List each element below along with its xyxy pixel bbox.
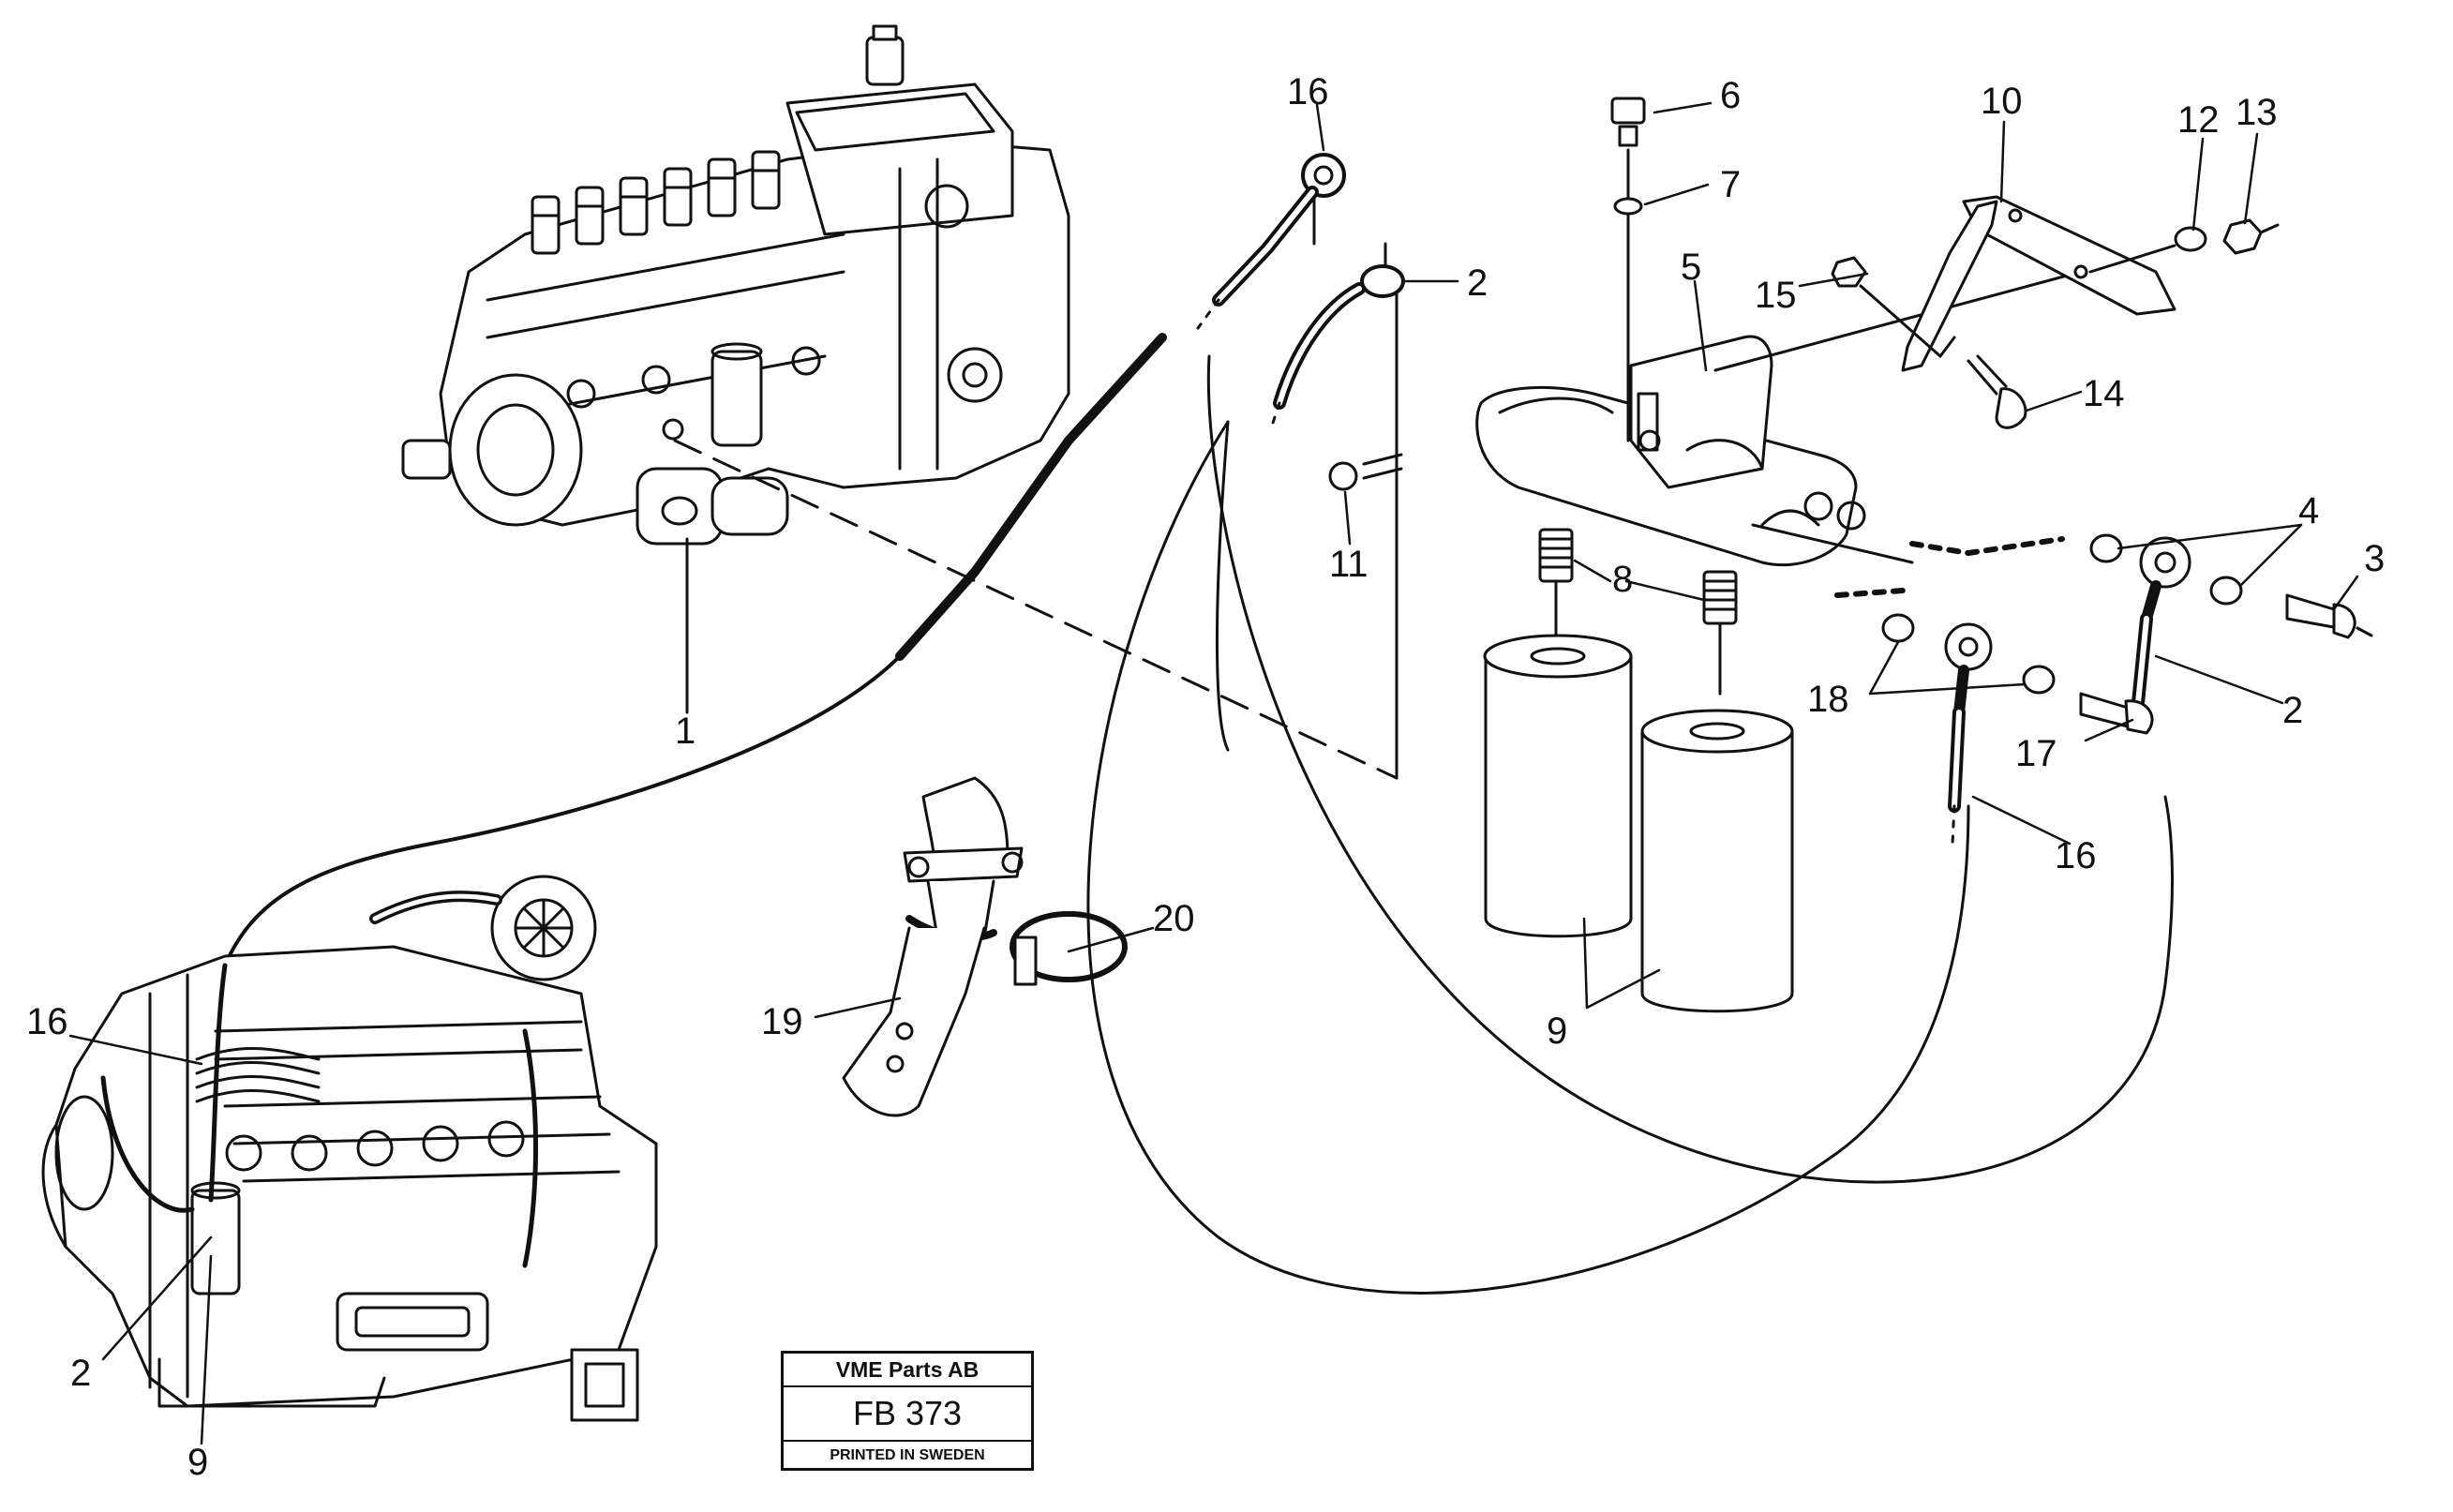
callout-15: 15 bbox=[1755, 275, 1797, 316]
engine-illustration bbox=[41, 875, 658, 1422]
callout-20: 20 bbox=[1153, 898, 1195, 939]
callout-19: 19 bbox=[761, 1001, 803, 1042]
callout-8: 8 bbox=[1612, 559, 1634, 600]
callout-4: 4 bbox=[2298, 490, 2320, 531]
callout-12: 12 bbox=[2177, 99, 2220, 141]
banjo-fittings-illustration bbox=[1834, 533, 2373, 846]
callout-16-engine: 16 bbox=[26, 1001, 68, 1042]
callout-9-engine: 9 bbox=[187, 1442, 209, 1483]
callout-16-upper: 16 bbox=[1287, 71, 1329, 112]
callout-6: 6 bbox=[1720, 75, 1742, 116]
callout-11: 11 bbox=[1329, 544, 1369, 585]
callout-2-engine: 2 bbox=[70, 1353, 92, 1394]
callout-9-filter: 9 bbox=[1547, 1010, 1568, 1052]
callout-18: 18 bbox=[1807, 679, 1849, 720]
clamp-illustration bbox=[842, 776, 1128, 1117]
callout-14: 14 bbox=[2083, 373, 2125, 414]
leader-lines bbox=[68, 101, 2359, 1445]
callout-2-upper: 2 bbox=[1467, 262, 1488, 304]
callout-1: 1 bbox=[675, 711, 696, 752]
filter-head-illustration bbox=[1328, 97, 2083, 696]
callout-13: 13 bbox=[2236, 92, 2278, 133]
callout-7: 7 bbox=[1720, 164, 1742, 205]
injection-pump-illustration bbox=[401, 24, 1070, 546]
callout-10: 10 bbox=[1981, 81, 2023, 122]
callout-17: 17 bbox=[2015, 733, 2057, 774]
hose-illustration bbox=[1196, 153, 1405, 433]
callout-2-right: 2 bbox=[2282, 690, 2304, 731]
stamp-printed-note: PRINTED IN SWEDEN bbox=[830, 1447, 985, 1463]
callout-16-right: 16 bbox=[2055, 835, 2097, 876]
stamp-company: VME Parts AB bbox=[784, 1354, 1031, 1387]
title-stamp: VME Parts AB FB 373 PRINTED IN SWEDEN bbox=[781, 1351, 1034, 1471]
callout-5: 5 bbox=[1681, 247, 1702, 288]
bracket-illustration bbox=[1831, 195, 2280, 429]
callout-3: 3 bbox=[2364, 538, 2386, 579]
fuel-filter-illustration bbox=[1483, 634, 1794, 1013]
stamp-drawing-number: FB 373 bbox=[784, 1387, 1031, 1442]
